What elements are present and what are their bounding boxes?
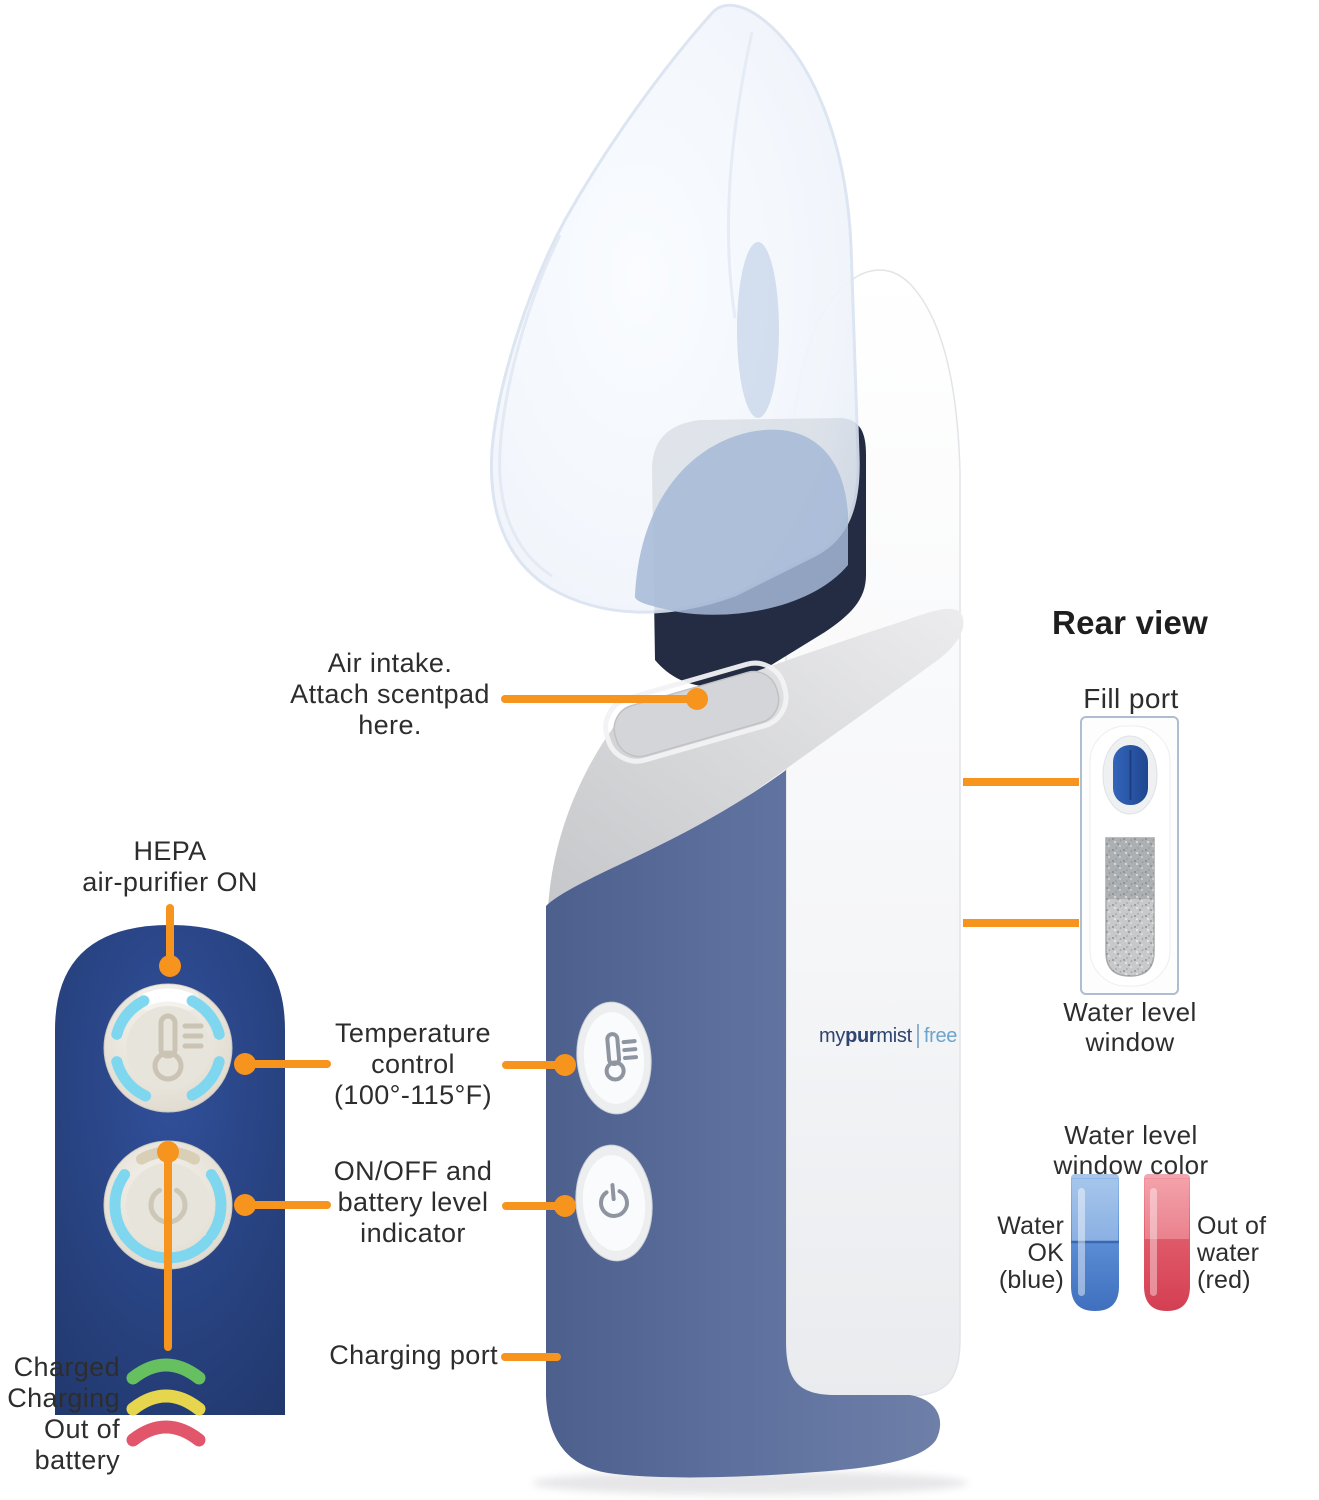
battery-out-arc: [126, 1420, 206, 1447]
water-ok-tube: [1071, 1174, 1119, 1311]
fill-port-label: Fill port: [1083, 683, 1179, 714]
logo-my: my: [819, 1024, 846, 1047]
rear-view-inset: [1080, 716, 1179, 995]
thermometer-icon: [152, 1013, 204, 1082]
battery-out-label: Out of battery: [34, 1414, 120, 1475]
out-of-water-label: Out of water (red): [1197, 1212, 1267, 1294]
device-temperature-button[interactable]: [572, 999, 655, 1117]
leader-dot: [159, 955, 181, 977]
water-ok-label: Water OK (blue): [997, 1212, 1064, 1294]
water-level-window-graphic: [1105, 837, 1155, 977]
mask-fold-line: [727, 31, 754, 319]
leader-lines: [157, 688, 1079, 1361]
clear-mask: [489, 3, 860, 615]
logo-pur: pur: [845, 1024, 877, 1047]
out-of-water-tube: [1144, 1174, 1190, 1311]
charging-port-label: Charging port: [329, 1340, 498, 1370]
mask-inner-shade: [634, 429, 848, 615]
air-intake-door: [603, 660, 789, 764]
hepa-indicator-glow: [140, 988, 196, 1006]
window-color-title: Water level window color: [1053, 1120, 1209, 1180]
temperature-label: Temperature control (100°-115°F): [334, 1018, 492, 1110]
mask-inner-highlight: [737, 242, 779, 418]
device-gray-collar: [548, 608, 964, 908]
steam-inhaler-device: [489, 3, 968, 1495]
battery-charging-label: Charging: [7, 1383, 120, 1413]
leader-dot: [686, 688, 708, 710]
logo-divider: [916, 1024, 919, 1048]
hepa-label: HEPA air-purifier ON: [82, 836, 258, 897]
device-power-button[interactable]: [571, 1142, 657, 1264]
battery-status-arcs: [126, 1358, 206, 1447]
battery-charged-label: Charged: [13, 1352, 120, 1382]
air-intake-label: Air intake. Attach scentpad here.: [290, 648, 490, 740]
rear-view-title: Rear view: [1052, 604, 1208, 641]
thermometer-icon: [604, 1032, 639, 1082]
panel-temperature-button[interactable]: [103, 983, 233, 1113]
water-level-window-label: Water level window: [1063, 997, 1197, 1057]
device-blue-body: [546, 770, 941, 1478]
leader-dot: [554, 1054, 576, 1076]
onoff-label: ON/OFF and battery level indicator: [333, 1156, 493, 1248]
water-level-tubes: [1071, 1174, 1190, 1311]
mask-rim-line: [498, 234, 562, 578]
battery-charged-arc: [126, 1358, 206, 1385]
battery-charging-arc: [126, 1389, 206, 1416]
device-shadow: [532, 1471, 968, 1495]
logo-free: free: [923, 1024, 958, 1047]
leader-dot: [554, 1195, 576, 1217]
power-icon: [599, 1183, 629, 1218]
logo-mist: mist: [876, 1024, 912, 1047]
